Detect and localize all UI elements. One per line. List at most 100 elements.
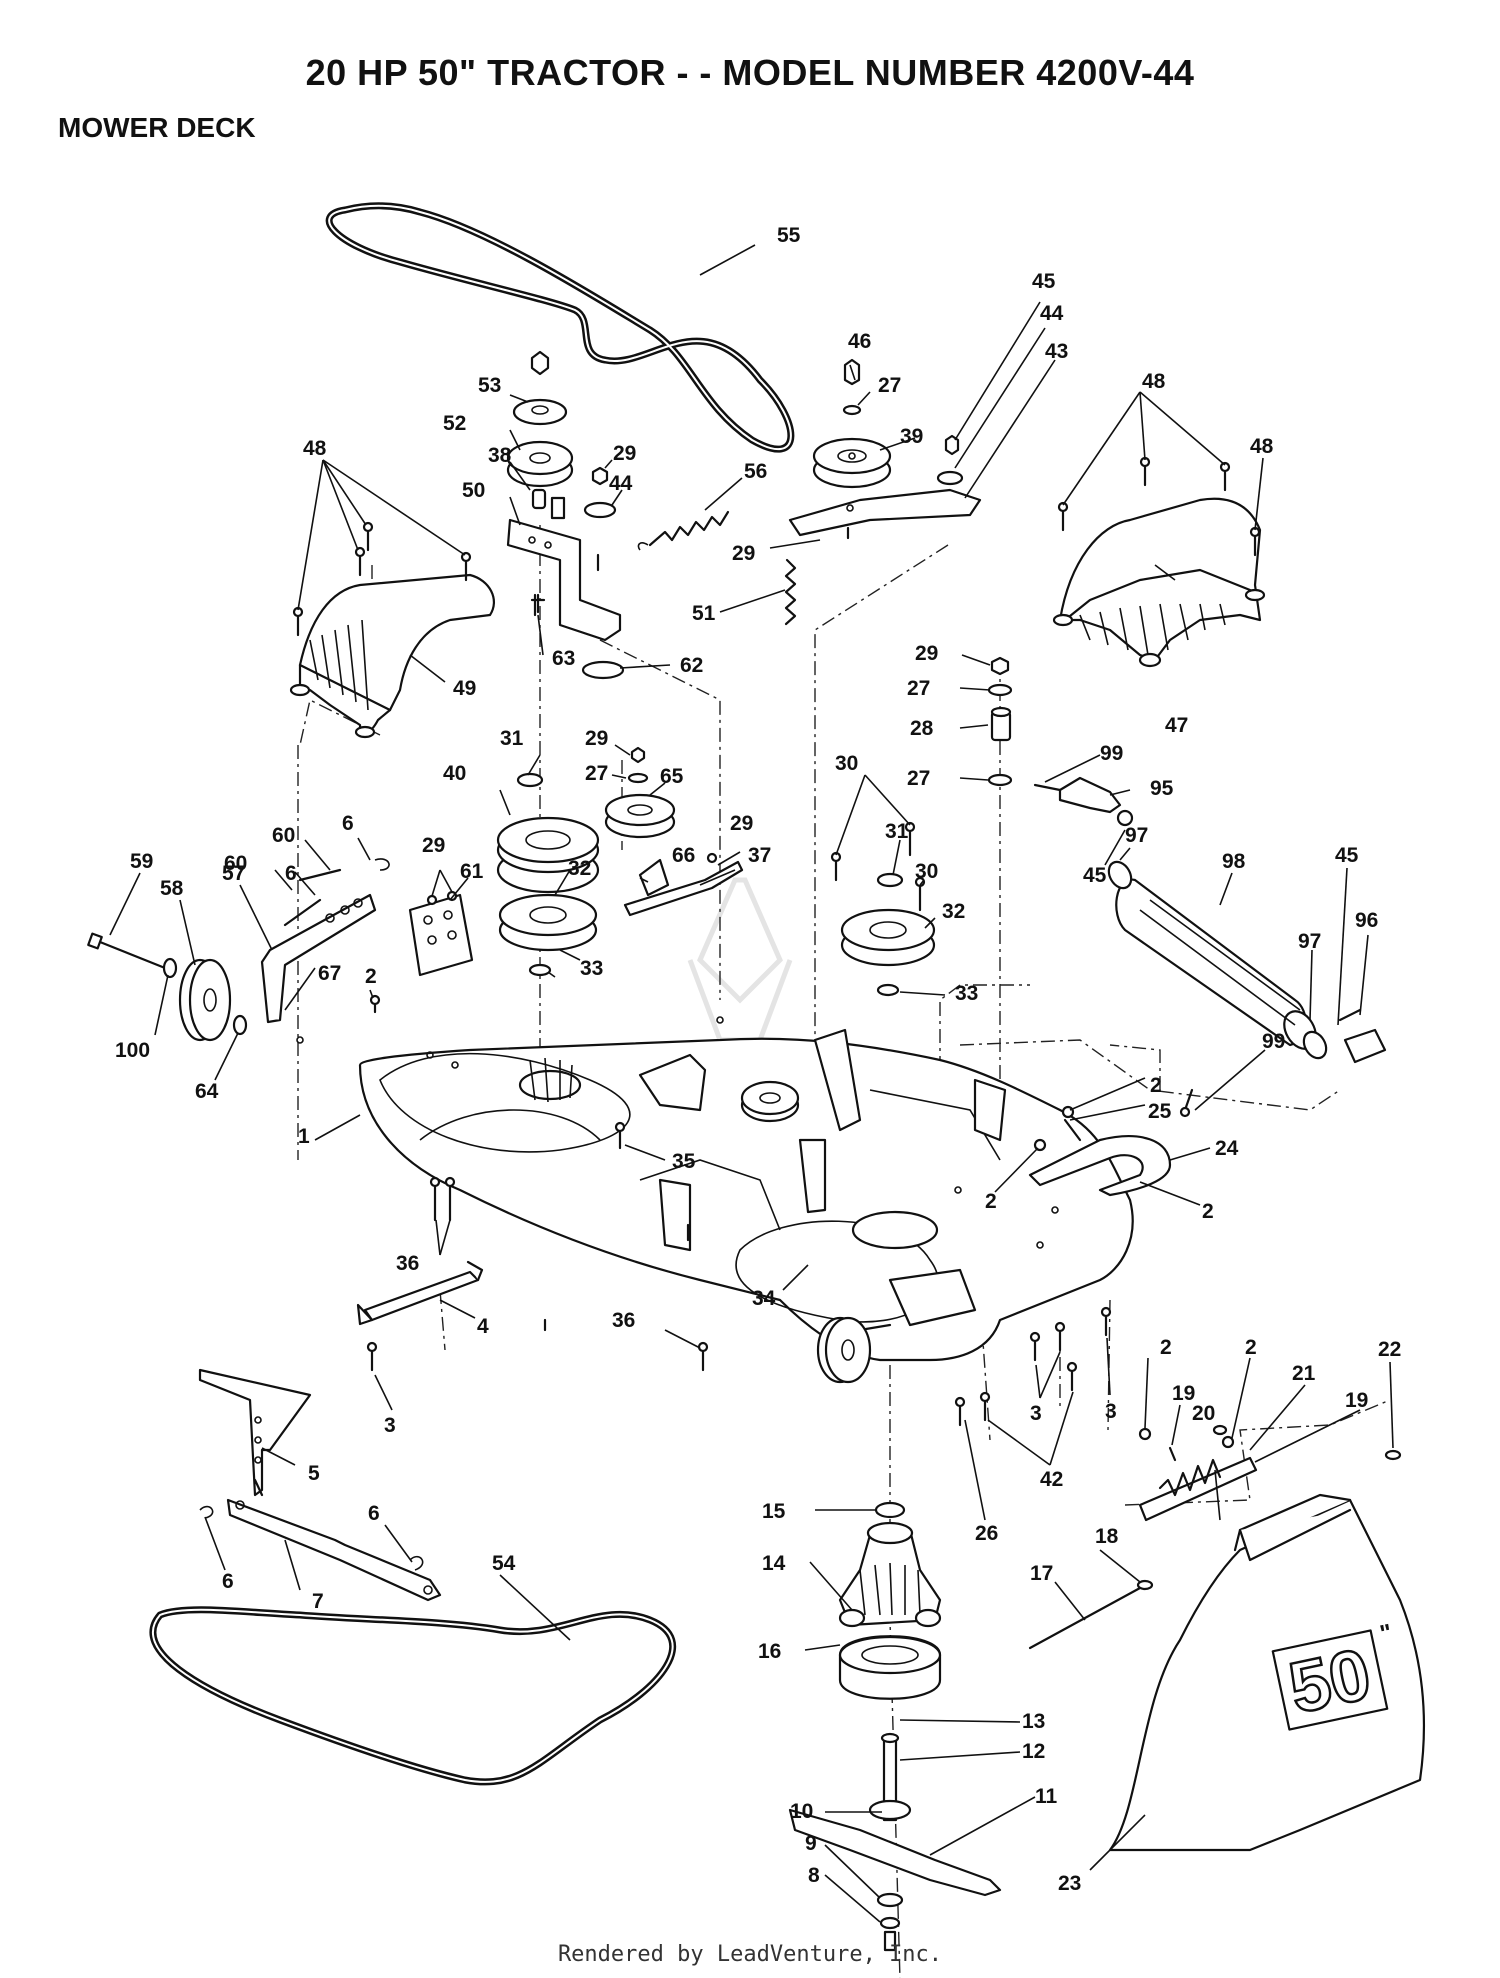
shield-47	[1052, 456, 1266, 668]
callout: 3	[384, 1414, 396, 1437]
callout: 6	[222, 1570, 234, 1593]
callout: 2	[1202, 1200, 1214, 1223]
pulley-32-right	[830, 821, 936, 997]
shield-49	[289, 521, 496, 739]
callout: 27	[878, 374, 901, 397]
section-title: MOWER DECK	[58, 112, 256, 143]
callout: 59	[130, 850, 153, 873]
callout: 31	[885, 820, 909, 843]
callout: 33	[580, 957, 603, 980]
callout: 31	[500, 727, 524, 750]
callout: 45	[1335, 844, 1359, 867]
callout: 2	[985, 1190, 997, 1213]
deck-housing	[296, 1016, 1134, 1384]
callout: 58	[160, 877, 184, 900]
callout: 99	[1262, 1030, 1285, 1053]
callout: 39	[900, 425, 923, 448]
callout: 30	[835, 752, 858, 775]
callout: 16	[758, 1640, 781, 1663]
callout: 20	[1192, 1402, 1215, 1425]
callout: 97	[1125, 824, 1148, 847]
callout: 8	[808, 1864, 820, 1887]
callout: 38	[488, 444, 512, 467]
callout: 13	[1022, 1710, 1045, 1733]
callout: 64	[195, 1080, 219, 1103]
callout: 12	[1022, 1740, 1045, 1763]
callout: 42	[1040, 1468, 1063, 1491]
callout: 29	[732, 542, 755, 565]
callout: 26	[975, 1522, 998, 1545]
callout: 96	[1355, 909, 1378, 932]
callout: 24	[1215, 1137, 1239, 1160]
callout: 25	[1148, 1100, 1172, 1123]
bracket-7	[199, 1498, 442, 1602]
bracket-37	[623, 852, 744, 917]
rod-17	[1028, 1449, 1402, 1650]
callout: 57	[222, 862, 245, 885]
callout: 6	[342, 812, 354, 835]
bracket-95-96	[1033, 776, 1387, 1064]
callout: 45	[1032, 270, 1056, 293]
callout: 62	[680, 654, 703, 677]
decal-mark: "	[1378, 1619, 1395, 1648]
idler-stack-left	[506, 350, 622, 642]
hardware-29-44	[533, 466, 625, 680]
callout: 60	[224, 852, 247, 875]
callout: 50	[462, 479, 485, 502]
callout: 65	[660, 765, 684, 788]
belt-55	[325, 202, 795, 453]
belt-54	[149, 1606, 676, 1786]
bracket-61	[408, 890, 474, 977]
callout: 67	[318, 962, 341, 985]
callout: 2	[1160, 1336, 1172, 1359]
spring-20-assembly	[1138, 1427, 1258, 1522]
callout: 30	[915, 860, 938, 883]
callout: 22	[1378, 1338, 1401, 1361]
pulley-65	[604, 746, 676, 839]
callout: 36	[396, 1252, 419, 1275]
callout: 23	[1058, 1872, 1081, 1895]
callout: 32	[568, 857, 591, 880]
callout: 15	[762, 1500, 786, 1523]
callout: 95	[1150, 777, 1174, 800]
callout: 21	[1292, 1362, 1316, 1385]
callout: 46	[848, 330, 871, 353]
discharge-chute	[1108, 1493, 1426, 1852]
callout: 19	[1345, 1389, 1368, 1412]
callout: 98	[1222, 850, 1246, 873]
decal-text: 50	[1283, 1634, 1378, 1729]
callout: 54	[492, 1552, 516, 1575]
callout: 4	[477, 1315, 489, 1338]
callout: 44	[1040, 302, 1064, 325]
callout: 17	[1030, 1562, 1053, 1585]
callout: 63	[552, 647, 575, 670]
callout: 14	[762, 1552, 786, 1575]
callout: 29	[422, 834, 445, 857]
callout: 100	[115, 1039, 150, 1062]
callout: 48	[1142, 370, 1166, 393]
decal-50: 50 "	[1281, 1619, 1395, 1730]
callout: 47	[1165, 714, 1188, 737]
callout: 29	[613, 442, 636, 465]
callout: 45	[1083, 864, 1107, 887]
callout: 56	[744, 460, 767, 483]
callout: 27	[907, 767, 930, 790]
callout: 34	[752, 1287, 776, 1310]
pulley-40-32-left	[496, 772, 600, 977]
misc-bolts	[366, 994, 1228, 1436]
leader-lines	[109, 244, 1394, 1923]
callout: 52	[443, 412, 466, 435]
spindle-assembly	[788, 1501, 1002, 1952]
footer-credit: Rendered by LeadVenture, Inc.	[557, 1942, 943, 1967]
callout: 29	[915, 642, 938, 665]
page-title: 20 HP 50" TRACTOR - - MODEL NUMBER 4200V…	[305, 52, 1195, 93]
callout: 40	[443, 762, 466, 785]
callout: 55	[777, 224, 801, 247]
callout-labels: 55 45 46 27 39 45 44 43 53 52 38 50 29 4…	[115, 224, 1401, 1895]
callout: 1	[298, 1125, 310, 1148]
callout: 66	[672, 844, 695, 867]
bracket-5	[198, 1368, 312, 1497]
callout: 29	[730, 812, 753, 835]
callout: 32	[942, 900, 965, 923]
